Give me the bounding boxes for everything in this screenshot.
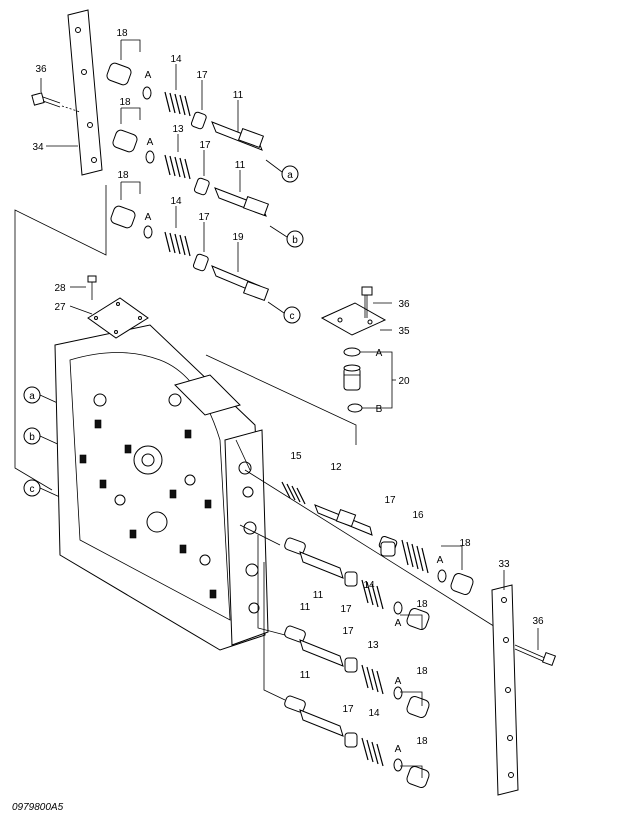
callout-12: 12 [330, 462, 342, 473]
ref-c-top-label: c [290, 311, 295, 322]
callout-36-top: 36 [398, 299, 410, 310]
callout-B-plug: B [376, 404, 383, 415]
spool-row-lower-3 [284, 695, 430, 788]
callout-14-lower3: 14 [368, 708, 380, 719]
callout-11-row2: 11 [235, 160, 246, 171]
cover-plate-left [67, 9, 103, 176]
spool-row-lower-2 [284, 625, 430, 718]
ref-b-left-label: b [29, 432, 35, 443]
callout-A-right: A [437, 555, 444, 566]
valve-body [54, 324, 269, 651]
callout-A-plug: A [376, 348, 383, 359]
callout-13-lower2: 13 [367, 640, 379, 651]
callout-18-lower2: 18 [416, 666, 428, 677]
plate-35 [320, 302, 387, 336]
callout-A-row3: A [145, 212, 152, 223]
callout-19: 19 [232, 232, 244, 243]
callout-A-row1: A [145, 70, 152, 81]
callout-A-lower1: A [395, 618, 402, 629]
spool-row-3 [110, 205, 270, 302]
callout-17-row1: 17 [196, 70, 208, 81]
spool-row-2 [112, 129, 270, 217]
ref-circle-c-top [283, 306, 301, 324]
callout-33: 33 [498, 559, 510, 570]
callout-15: 15 [290, 451, 302, 462]
callout-18-row1: 18 [116, 28, 128, 39]
callout-11-lower3: 11 [300, 670, 311, 681]
callout-17-row2: 17 [199, 140, 211, 151]
bolt-left [31, 92, 61, 108]
drawing-reference-number: 0979800A5 [12, 802, 64, 813]
spool-16-assembly [401, 539, 474, 595]
callout-11-lower2: 11 [300, 602, 311, 613]
callout-11-row1: 11 [233, 90, 244, 101]
callout-14-lower1: 14 [363, 580, 375, 591]
bolt-right [514, 644, 557, 667]
ref-circle-a-left [23, 386, 41, 404]
callout-A-lower2: A [395, 676, 402, 687]
callout-16: 16 [412, 510, 424, 521]
ref-c-left-label: c [30, 484, 35, 495]
callout-17-right: 17 [384, 495, 396, 506]
bolt-36-top [361, 286, 373, 318]
callout-17-row3: 17 [198, 212, 210, 223]
ref-a-top-label: a [287, 170, 293, 181]
callout-17-lower1: 17 [340, 604, 352, 615]
callout-28: 28 [54, 283, 66, 294]
callout-20: 20 [398, 376, 410, 387]
callout-14-row3: 14 [170, 196, 182, 207]
callout-11-lower1: 11 [313, 590, 324, 601]
callout-34: 34 [32, 142, 44, 153]
ref-circle-c-left [23, 479, 41, 497]
ref-circle-b-left [23, 427, 41, 445]
cover-plate-27 [87, 297, 149, 339]
plug-20 [343, 347, 363, 413]
ref-b-top-label: b [292, 235, 298, 246]
spool-row-1 [106, 62, 265, 151]
callout-A-lower3: A [395, 744, 402, 755]
callout-35: 35 [398, 326, 410, 337]
callout-A-row2: A [147, 137, 154, 148]
ref-circle-b-top [286, 230, 304, 248]
callout-18-right: 18 [459, 538, 471, 549]
callout-13-row2: 13 [172, 124, 184, 135]
spool-12-assembly [281, 481, 398, 557]
callout-18-row3: 18 [117, 170, 129, 181]
callout-14-row1: 14 [170, 54, 182, 65]
spool-row-lower-1 [284, 537, 430, 630]
callout-36-right: 36 [532, 616, 544, 627]
callout-27: 27 [54, 302, 66, 313]
callout-36-left: 36 [35, 64, 47, 75]
screw-28 [87, 275, 97, 300]
callout-18-row2: 18 [119, 97, 131, 108]
callout-18-lower3: 18 [416, 736, 428, 747]
callout-17-lower3: 17 [342, 704, 354, 715]
cover-plate-right [491, 584, 519, 796]
ref-a-left-label: a [29, 391, 35, 402]
callout-18-lower1: 18 [416, 599, 428, 610]
ref-circle-a-top [281, 165, 299, 183]
callout-17-lower2: 17 [342, 626, 354, 637]
